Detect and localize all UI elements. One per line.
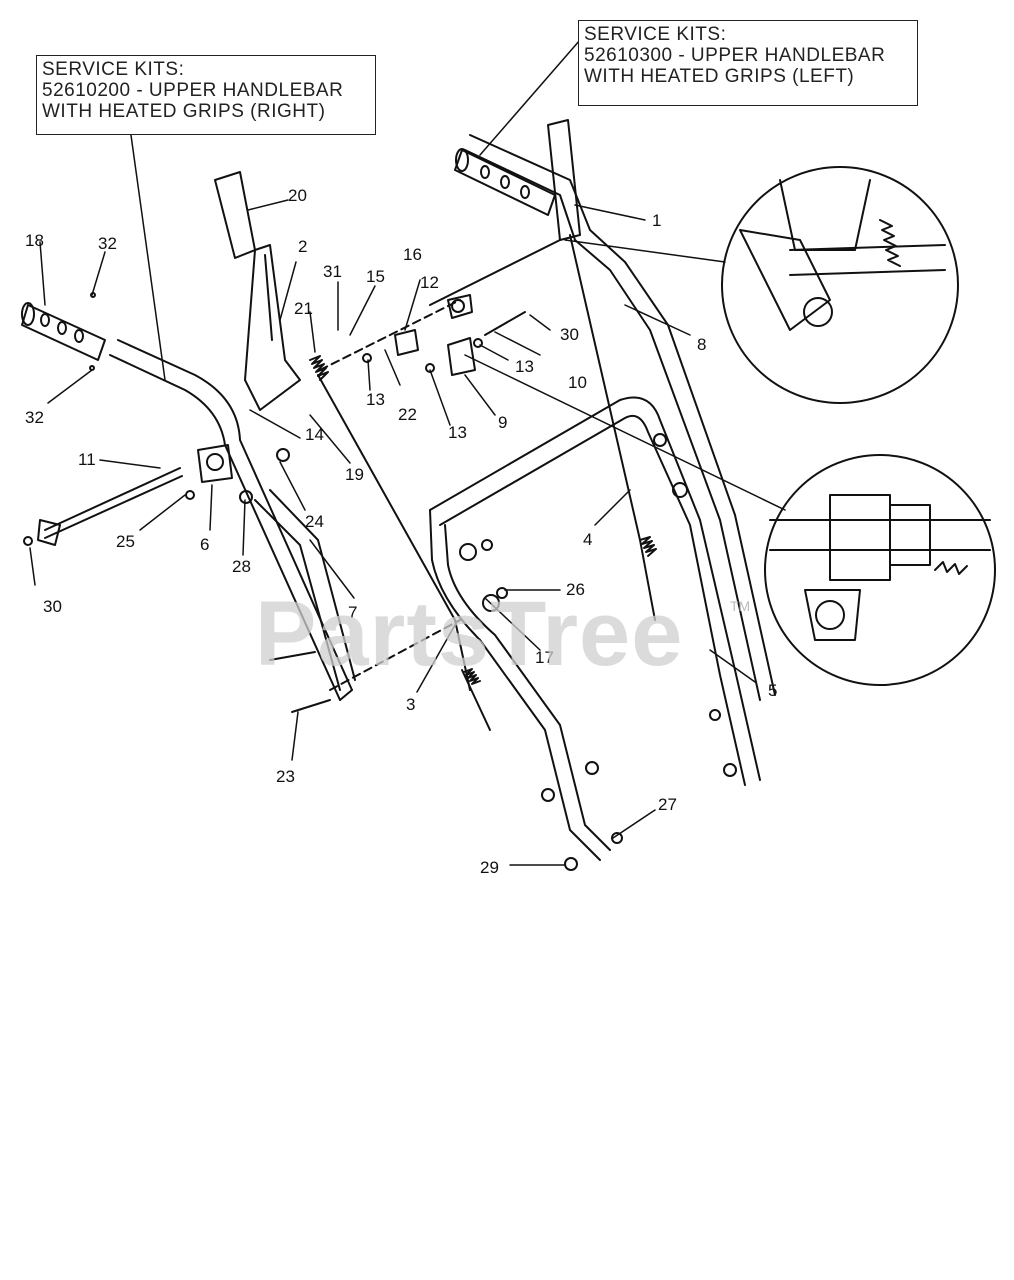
label-16: 16: [403, 245, 422, 264]
label-29: 29: [480, 858, 499, 877]
label-6: 6: [200, 535, 209, 554]
label-30a: 30: [43, 597, 62, 616]
bracket-6: [197, 444, 233, 483]
label-30b: 30: [560, 325, 579, 344]
detail-circle-top: [721, 166, 959, 404]
cable-4: [569, 234, 657, 621]
trademark-mark: TM: [730, 598, 751, 614]
label-17: 17: [535, 648, 554, 667]
detail-circle-bottom: [764, 454, 996, 686]
bolt-23b: [291, 699, 331, 713]
label-11: 11: [78, 450, 96, 469]
label-1: 1: [652, 211, 661, 230]
part-bracket-9: [447, 337, 476, 376]
heated-grip-left: [454, 148, 556, 216]
dash-line-1: [319, 299, 461, 371]
label-18: 18: [25, 231, 44, 250]
upper-handlebar-right: [109, 339, 353, 701]
kit-right-line1: SERVICE KITS:: [42, 59, 185, 80]
knob-cap: [214, 171, 256, 259]
label-24: 24: [305, 512, 324, 531]
label-26: 26: [566, 580, 585, 599]
label-9: 9: [498, 413, 507, 432]
label-13b: 13: [448, 423, 467, 442]
part-number-labels: 1 2 3 4 5 6 7 8 9 10 11 12 13 13 13 14 1…: [25, 186, 777, 877]
cable-3: [317, 374, 491, 731]
kit-left-line3: WITH HEATED GRIPS (LEFT): [584, 66, 855, 87]
label-13c: 13: [515, 357, 534, 376]
label-28: 28: [232, 557, 251, 576]
shift-bracket: [244, 244, 301, 411]
label-15: 15: [366, 267, 385, 286]
label-25: 25: [116, 532, 135, 551]
watermark: PartsTree: [255, 583, 684, 685]
service-kit-left-box: SERVICE KITS: 52610300 - UPPER HANDLEBAR…: [578, 20, 918, 106]
kit-left-line1: SERVICE KITS:: [584, 24, 727, 45]
label-21: 21: [294, 299, 313, 318]
leader-lines: [29, 39, 786, 866]
cross-rod: [429, 239, 561, 306]
label-3: 3: [406, 695, 415, 714]
label-23: 23: [276, 767, 295, 786]
label-32a: 32: [98, 234, 117, 253]
hardware: [23, 292, 737, 871]
cross-shaft: [37, 467, 183, 546]
label-19: 19: [345, 465, 364, 484]
label-14: 14: [305, 425, 324, 444]
kit-right-line3: WITH HEATED GRIPS (RIGHT): [42, 101, 326, 122]
label-27: 27: [658, 795, 677, 814]
upper-handlebar-left: [464, 134, 776, 701]
bolt-23a: [269, 651, 316, 661]
label-4: 4: [583, 530, 592, 549]
part-10: [484, 311, 526, 336]
service-kit-right-box: SERVICE KITS: 52610200 - UPPER HANDLEBAR…: [36, 55, 376, 135]
label-12: 12: [420, 273, 439, 292]
dash-line-2: [329, 619, 461, 691]
label-5: 5: [768, 681, 777, 700]
spring-21: [309, 355, 329, 381]
label-7: 7: [348, 603, 357, 622]
label-2: 2: [298, 237, 307, 256]
lower-handlebar-left: [254, 489, 356, 691]
label-10: 10: [568, 373, 587, 392]
label-13a: 13: [366, 390, 385, 409]
kit-left-line2: 52610300 - UPPER HANDLEBAR: [584, 45, 886, 66]
kit-right-line2: 52610200 - UPPER HANDLEBAR: [42, 80, 344, 101]
part-hub: [447, 294, 473, 319]
label-22: 22: [398, 405, 417, 424]
part-12: [394, 329, 419, 356]
label-32b: 32: [25, 408, 44, 427]
knob-cap-left: [547, 119, 581, 241]
label-8: 8: [697, 335, 706, 354]
label-20: 20: [288, 186, 307, 205]
label-31: 31: [323, 262, 342, 281]
heated-grip-right: [21, 302, 106, 361]
